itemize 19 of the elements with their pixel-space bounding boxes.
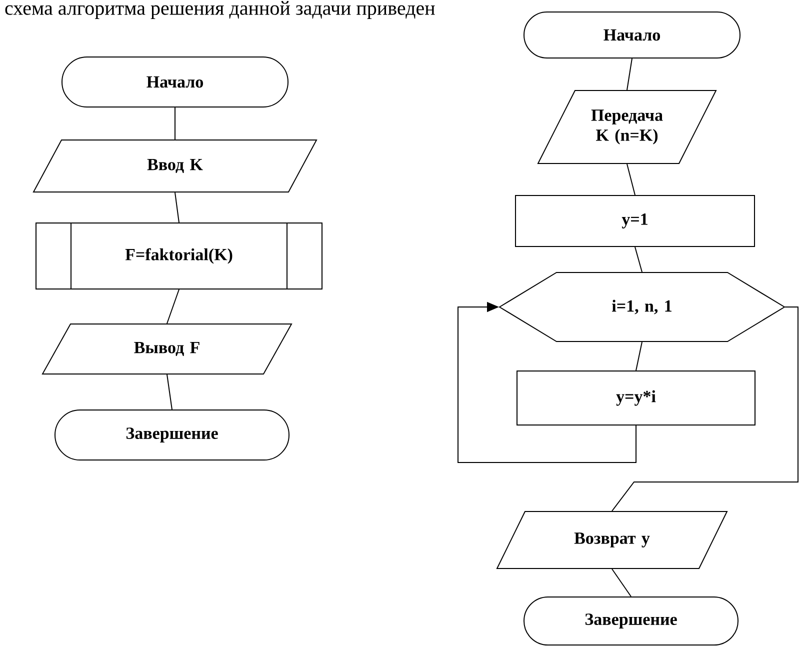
process-box: y=1 <box>515 195 755 247</box>
process-box: y=y*i <box>516 370 756 426</box>
terminal-box: Начало <box>62 56 288 108</box>
arrow <box>458 302 636 463</box>
terminal-box: Завершение <box>524 596 738 646</box>
terminal-box: Завершение <box>54 410 290 460</box>
connector-line <box>166 374 172 410</box>
connector-line <box>626 58 632 90</box>
intro-text: схема алгоритма решения данной задачи приведен <box>5 1 435 19</box>
connector-line <box>612 306 798 512</box>
connector-line <box>612 568 632 597</box>
connector-line <box>174 107 176 140</box>
connector-line <box>626 164 636 196</box>
subroutine-box: F=faktorial(K) <box>36 222 322 290</box>
connector-line <box>636 342 642 371</box>
connector-line <box>174 192 180 223</box>
connector-line <box>166 289 180 324</box>
connector-line <box>634 246 642 272</box>
terminal-box: Начало <box>524 12 740 58</box>
